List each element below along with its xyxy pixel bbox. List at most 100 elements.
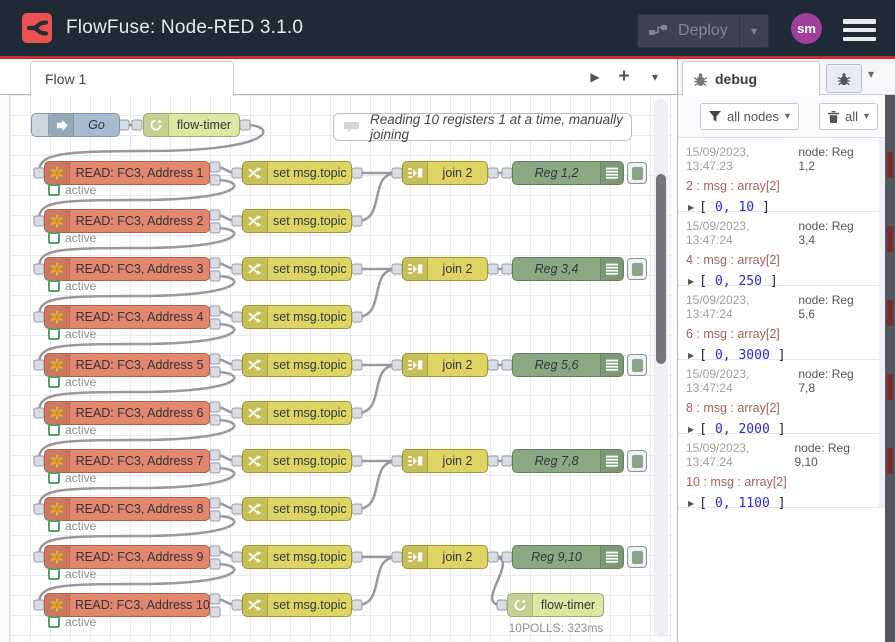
- port[interactable]: [209, 270, 221, 282]
- port[interactable]: [209, 305, 221, 317]
- expand-caret-icon[interactable]: ▶: [688, 425, 695, 434]
- port[interactable]: [351, 263, 363, 275]
- read-node-2[interactable]: READ: FC3, Address 2: [44, 209, 210, 233]
- port[interactable]: [351, 551, 363, 563]
- port[interactable]: [209, 414, 221, 426]
- expand-caret-icon[interactable]: ▶: [688, 277, 695, 286]
- port[interactable]: [239, 119, 251, 131]
- port[interactable]: [209, 449, 221, 461]
- port[interactable]: [487, 551, 499, 563]
- deploy-options-caret[interactable]: ▾: [739, 15, 768, 47]
- port[interactable]: [209, 593, 221, 605]
- join-node-2[interactable]: join 2: [402, 257, 488, 281]
- join-node-3[interactable]: join 2: [402, 353, 488, 377]
- read-node-1[interactable]: READ: FC3, Address 1: [44, 161, 210, 185]
- change-node-5[interactable]: set msg.topic: [242, 353, 352, 377]
- debug-enable-toggle[interactable]: [627, 450, 647, 472]
- port[interactable]: [351, 455, 363, 467]
- change-node-9[interactable]: set msg.topic: [242, 545, 352, 569]
- port[interactable]: [351, 311, 363, 323]
- expand-caret-icon[interactable]: ▶: [688, 351, 695, 360]
- port[interactable]: [209, 257, 221, 269]
- join-node-1[interactable]: join 2: [402, 161, 488, 185]
- port[interactable]: [351, 215, 363, 227]
- change-node-2[interactable]: set msg.topic: [242, 209, 352, 233]
- debug-enable-toggle[interactable]: [627, 354, 647, 376]
- tab-flow-1[interactable]: Flow 1: [30, 61, 234, 96]
- debug-enable-toggle[interactable]: [627, 546, 647, 568]
- inject-button[interactable]: [32, 114, 49, 136]
- debug-enable-toggle[interactable]: [627, 162, 647, 184]
- port[interactable]: [487, 455, 499, 467]
- port[interactable]: [209, 510, 221, 522]
- port[interactable]: [209, 318, 221, 330]
- timer-icon-section: [144, 114, 169, 136]
- change-node-6[interactable]: set msg.topic: [242, 401, 352, 425]
- debug-node-4[interactable]: Reg 7,8: [512, 449, 624, 473]
- flow-timer-node[interactable]: flow-timer: [143, 113, 240, 137]
- port[interactable]: [209, 606, 221, 618]
- port[interactable]: [209, 545, 221, 557]
- port[interactable]: [209, 161, 221, 173]
- port[interactable]: [351, 407, 363, 419]
- inject-node-go[interactable]: Go: [31, 113, 120, 137]
- port[interactable]: [487, 359, 499, 371]
- read-node-6[interactable]: READ: FC3, Address 6: [44, 401, 210, 425]
- debug-node-5[interactable]: Reg 9,10: [512, 545, 624, 569]
- flow-timer-node-bottom[interactable]: flow-timer: [507, 593, 604, 617]
- flow-canvas[interactable]: Go flow-timer Reading 10 registers 1 at …: [10, 95, 672, 642]
- join-node-4[interactable]: join 2: [402, 449, 488, 473]
- sidebar-scrollbar-track[interactable]: [879, 138, 889, 508]
- read-node-4[interactable]: READ: FC3, Address 4: [44, 305, 210, 329]
- port[interactable]: [131, 119, 143, 131]
- change-node-8[interactable]: set msg.topic: [242, 497, 352, 521]
- add-flow-button[interactable]: +: [618, 66, 630, 87]
- expand-caret-icon[interactable]: ▶: [688, 499, 695, 508]
- tab-debug[interactable]: debug: [682, 61, 820, 96]
- port[interactable]: [487, 263, 499, 275]
- change-node-4[interactable]: set msg.topic: [242, 305, 352, 329]
- debug-clear-button[interactable]: all ▾: [819, 103, 879, 130]
- main-menu-button[interactable]: [843, 19, 876, 41]
- join-node-5[interactable]: join 2: [402, 545, 488, 569]
- port[interactable]: [351, 599, 363, 611]
- deploy-button[interactable]: Deploy ▾: [637, 14, 769, 48]
- comment-node[interactable]: Reading 10 registers 1 at a time, manual…: [333, 112, 632, 142]
- port[interactable]: [209, 558, 221, 570]
- debug-node-2[interactable]: Reg 3,4: [512, 257, 624, 281]
- read-node-7[interactable]: READ: FC3, Address 7: [44, 449, 210, 473]
- change-node-1[interactable]: set msg.topic: [242, 161, 352, 185]
- change-node-7[interactable]: set msg.topic: [242, 449, 352, 473]
- change-node-10[interactable]: set msg.topic: [242, 593, 352, 617]
- read-node-9[interactable]: READ: FC3, Address 9: [44, 545, 210, 569]
- debug-filter-button[interactable]: all nodes ▾: [700, 103, 800, 130]
- port[interactable]: [209, 353, 221, 365]
- port[interactable]: [209, 174, 221, 186]
- read-node-8[interactable]: READ: FC3, Address 8: [44, 497, 210, 521]
- port[interactable]: [209, 222, 221, 234]
- debug-nodes-toggle-button[interactable]: [826, 64, 862, 93]
- read-node-3[interactable]: READ: FC3, Address 3: [44, 257, 210, 281]
- port[interactable]: [351, 167, 363, 179]
- port[interactable]: [351, 359, 363, 371]
- window-scrollbar[interactable]: [885, 95, 895, 642]
- port[interactable]: [209, 401, 221, 413]
- port[interactable]: [351, 503, 363, 515]
- port[interactable]: [209, 462, 221, 474]
- port[interactable]: [209, 497, 221, 509]
- read-node-5[interactable]: READ: FC3, Address 5: [44, 353, 210, 377]
- user-avatar[interactable]: sm: [791, 13, 822, 44]
- debug-node-3[interactable]: Reg 5,6: [512, 353, 624, 377]
- expand-caret-icon[interactable]: ▶: [688, 203, 695, 212]
- port[interactable]: [209, 366, 221, 378]
- port[interactable]: [487, 167, 499, 179]
- debug-node-1[interactable]: Reg 1,2: [512, 161, 624, 185]
- change-node-3[interactable]: set msg.topic: [242, 257, 352, 281]
- port[interactable]: [209, 209, 221, 221]
- read-node-10[interactable]: READ: FC3, Address 10: [44, 593, 210, 617]
- debug-enable-toggle[interactable]: [627, 258, 647, 280]
- sidebar-options-caret[interactable]: ▾: [868, 67, 875, 81]
- canvas-scrollbar-thumb[interactable]: [656, 174, 666, 364]
- next-tab-button[interactable]: ▶: [590, 70, 600, 84]
- flow-list-caret[interactable]: ▾: [651, 70, 659, 84]
